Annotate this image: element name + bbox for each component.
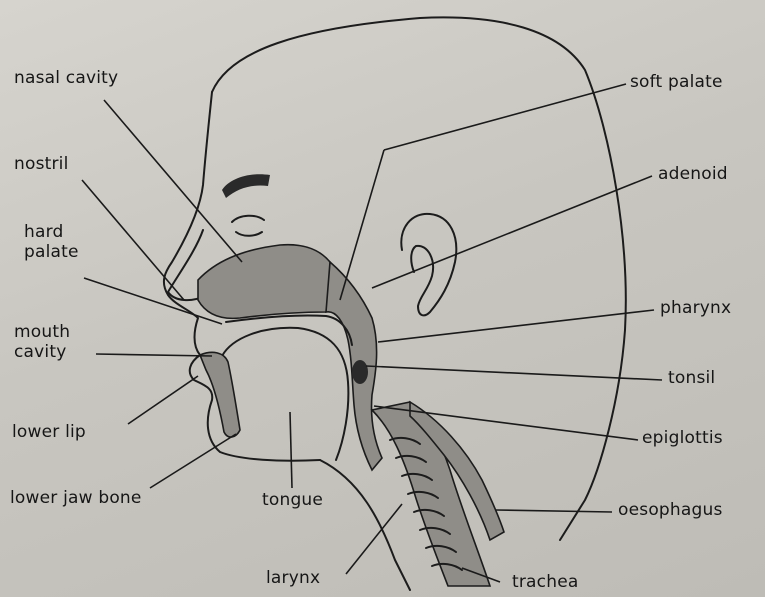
label-larynx: larynx [266, 568, 320, 588]
label-epiglottis: epiglottis [642, 428, 723, 448]
tongue-shape [222, 328, 348, 460]
leader-adenoid [372, 176, 652, 288]
label-oesophagus: oesophagus [618, 500, 723, 520]
leader-oesophagus [496, 510, 612, 512]
nasal-cavity-shape [198, 245, 333, 319]
label-trachea: trachea [512, 572, 578, 592]
label-tonsil: tonsil [668, 368, 715, 388]
leader-tonsil [366, 366, 662, 380]
leader-soft-palate [384, 84, 626, 150]
leader-soft-palate-2 [340, 150, 384, 300]
label-mouth-cavity: mouth cavity [14, 322, 70, 362]
leader-pharynx [378, 310, 654, 342]
label-soft-palate: soft palate [630, 72, 723, 92]
label-adenoid: adenoid [658, 164, 728, 184]
label-lower-jaw-bone: lower jaw bone [10, 488, 142, 508]
eye [232, 216, 264, 222]
label-hard-palate: hard palate [24, 222, 79, 262]
palate-line [226, 315, 352, 345]
label-nostril: nostril [14, 154, 69, 174]
label-nasal-cavity: nasal cavity [14, 68, 118, 88]
leader-nasal-cavity [104, 100, 242, 262]
neck-front [320, 460, 410, 590]
eyebrow [222, 174, 270, 198]
leader-mouth-cavity [96, 354, 212, 356]
label-pharynx: pharynx [660, 298, 731, 318]
tonsil-shape [352, 360, 368, 384]
label-lower-lip: lower lip [12, 422, 86, 442]
leader-lower-jaw-bone [150, 434, 236, 488]
leader-lower-lip [128, 376, 198, 424]
eye-lower [236, 232, 262, 236]
label-tongue: tongue [262, 490, 323, 510]
leader-tongue [290, 412, 292, 488]
jaw-shape [200, 352, 240, 437]
